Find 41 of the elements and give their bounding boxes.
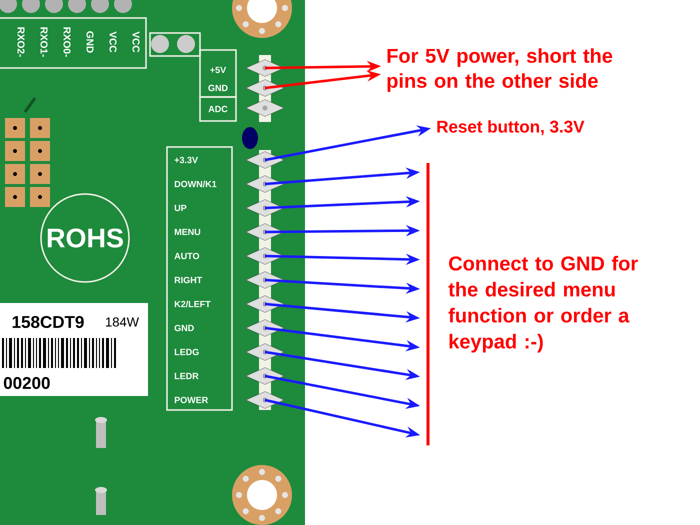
silkscreen-label: ADC — [208, 106, 228, 112]
silkscreen-label: DOWN/K1 — [174, 180, 216, 188]
silkscreen-label: RXO2- — [17, 27, 25, 57]
silkscreen-label: VCC — [132, 32, 140, 52]
silkscreen-label: GND — [174, 324, 194, 332]
silkscreen-label: RIGHT — [174, 276, 202, 284]
pin-pad — [246, 295, 284, 313]
annotation-text: Connect to GND for the desired menu function or order a keypad :-) — [426, 163, 638, 446]
pin-pad — [246, 175, 284, 193]
rohs-marking: ROHS — [48, 228, 123, 248]
silkscreen-label: LEDG — [174, 348, 199, 356]
silkscreen-label: +5V — [210, 66, 226, 74]
silkscreen-label: RXO1- — [40, 27, 48, 57]
sticker-text: 00200 — [4, 376, 50, 390]
pin-pad — [246, 199, 284, 217]
pin-pad — [246, 223, 284, 241]
pin-pad — [246, 367, 284, 385]
silkscreen-label: K2/LEFT — [174, 300, 211, 308]
pin-pad — [246, 343, 284, 361]
silkscreen-label: POWER — [174, 396, 208, 404]
silkscreen-label: UP — [174, 204, 186, 212]
silkscreen-label: GND — [208, 84, 228, 92]
pin-pad — [246, 319, 284, 337]
silkscreen-label: GND — [86, 31, 94, 53]
pin-pad — [246, 391, 284, 409]
pin-pad — [246, 59, 284, 77]
silkscreen-label: LEDR — [174, 372, 199, 380]
silkscreen-label: AUTO — [174, 252, 200, 260]
pin-pad — [246, 79, 284, 97]
sticker-text: 184W — [106, 317, 139, 327]
sticker-text: 158CDT9 — [12, 316, 84, 328]
pin-pad — [246, 151, 284, 169]
silkscreen-label: +3.3V — [174, 156, 198, 164]
silkscreen-label: RXO0- — [63, 27, 71, 57]
pin-pad — [246, 99, 284, 117]
annotation-text: Reset button, 3.3V — [437, 120, 584, 136]
silkscreen-label: VCC — [109, 32, 117, 52]
annotation-text: For 5V power, short the pins on the other side — [388, 48, 612, 92]
silkscreen-label: MENU — [174, 228, 200, 236]
pin-pad — [246, 247, 284, 265]
pin-pad — [246, 271, 284, 289]
